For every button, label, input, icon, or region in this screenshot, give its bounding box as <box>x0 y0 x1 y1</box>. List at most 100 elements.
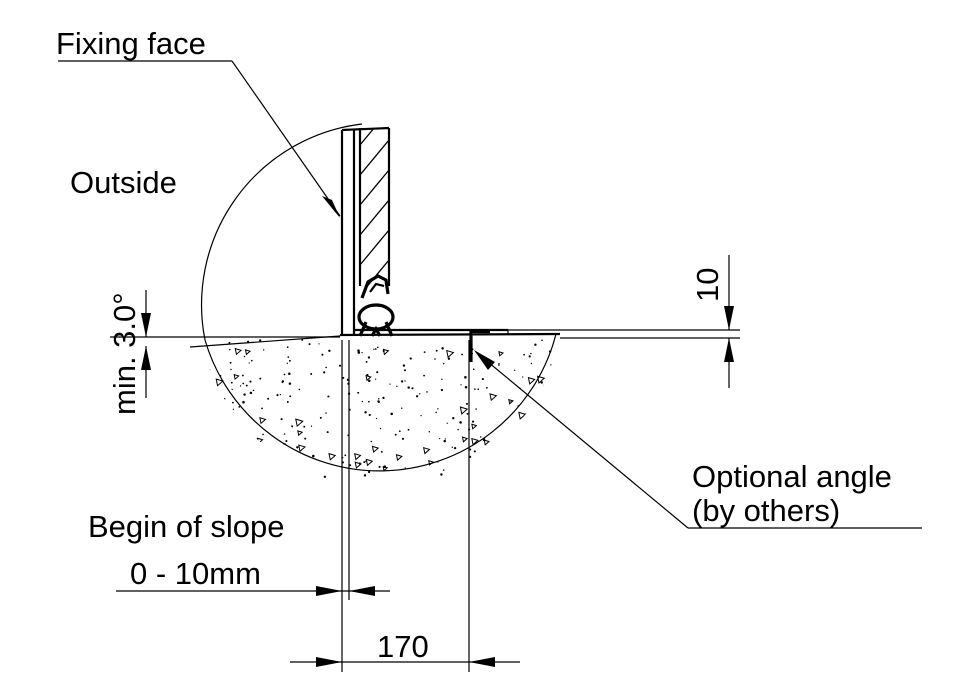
concrete-dot <box>545 424 548 427</box>
concrete-dot <box>403 369 407 372</box>
concrete-dot <box>437 408 439 410</box>
concrete-dot <box>389 383 391 385</box>
concrete-dot <box>279 393 282 396</box>
concrete-dot <box>200 475 203 479</box>
concrete-dot <box>512 430 514 433</box>
slope-begin-arrow-left <box>316 586 342 596</box>
concrete-aggregate <box>259 417 267 425</box>
concrete-dot <box>338 364 342 367</box>
concrete-dot <box>377 401 380 403</box>
frame-top-line <box>341 126 390 132</box>
concrete-dot <box>227 468 230 471</box>
concrete-dot <box>248 362 250 364</box>
concrete-aggregate <box>297 430 304 437</box>
concrete-dot <box>284 443 286 445</box>
concrete-dot <box>262 433 264 436</box>
concrete-dot <box>232 401 234 404</box>
dim-10-label: 10 <box>690 268 725 302</box>
concrete-dot <box>321 353 324 356</box>
concrete-dot <box>229 348 231 351</box>
concrete-aggregate <box>483 439 490 446</box>
concrete-dot <box>374 348 377 350</box>
concrete-dot <box>276 394 279 397</box>
concrete-dot <box>419 393 421 395</box>
concrete-dot <box>525 423 528 425</box>
concrete-dot <box>235 461 238 464</box>
concrete-dot <box>547 468 550 471</box>
concrete-dot <box>548 350 552 353</box>
concrete-dot <box>523 353 525 356</box>
concrete-aggregate <box>298 444 306 453</box>
concrete-aggregate <box>527 376 536 385</box>
concrete-dot <box>230 368 232 371</box>
concrete-dot <box>259 339 262 342</box>
concrete-dot <box>205 364 208 367</box>
concrete-dot <box>304 437 307 440</box>
concrete-dot <box>282 442 285 445</box>
concrete-dot <box>208 369 211 371</box>
optional-angle-label-line2: (by others) <box>692 493 840 528</box>
concrete-dot <box>312 454 315 458</box>
concrete-dot <box>469 448 472 451</box>
concrete-dot <box>482 467 485 470</box>
concrete-aggregate <box>218 420 225 427</box>
concrete-aggregate <box>518 411 527 420</box>
concrete-dot <box>396 385 398 388</box>
concrete-dot <box>434 358 436 360</box>
concrete-dot <box>232 408 234 410</box>
concrete-dot <box>252 389 255 392</box>
concrete-dot <box>435 349 438 352</box>
concrete-dot <box>453 476 455 478</box>
concrete-dot <box>361 400 364 403</box>
concrete-dot <box>390 412 393 416</box>
concrete-dot <box>513 369 516 371</box>
concrete-dot <box>281 381 284 384</box>
concrete-dot <box>517 405 520 407</box>
concrete-dot <box>288 359 291 362</box>
concrete-dot <box>286 362 288 364</box>
concrete-dot <box>216 470 220 473</box>
concrete-dot <box>526 413 529 416</box>
concrete-dot <box>368 379 371 383</box>
concrete-dot <box>283 373 286 376</box>
dim10-arrow-top <box>724 306 734 330</box>
concrete-dot <box>243 355 246 358</box>
concrete-dot <box>544 411 547 413</box>
concrete-dot <box>469 465 472 468</box>
concrete-aggregate <box>459 406 469 415</box>
optional-angle-leader <box>475 351 689 529</box>
dim170-arrow-left <box>316 657 342 667</box>
concrete-dot <box>249 391 253 395</box>
concrete-dot <box>556 457 560 460</box>
concrete-dot <box>473 450 476 453</box>
concrete-aggregate <box>461 436 469 443</box>
concrete-dot <box>364 411 367 414</box>
concrete-dot <box>201 389 204 392</box>
concrete-aggregate <box>382 348 390 356</box>
concrete-dot <box>231 388 233 391</box>
glass-hatching <box>360 128 389 288</box>
concrete-dot <box>428 430 431 433</box>
concrete-aggregate <box>542 391 551 400</box>
concrete-dot <box>230 381 233 384</box>
concrete-dot <box>291 426 294 428</box>
concrete-aggregate <box>428 459 435 466</box>
concrete-dot <box>227 461 230 465</box>
concrete-dot <box>325 366 327 369</box>
concrete-dot <box>326 431 329 434</box>
concrete-dot <box>457 428 459 431</box>
concrete-aggregate <box>295 418 304 428</box>
concrete-dot <box>379 427 382 430</box>
concrete-aggregate <box>471 423 478 430</box>
slope-begin-arrow-right <box>349 586 375 596</box>
concrete-dot <box>247 453 250 456</box>
concrete-dot <box>301 339 304 341</box>
concrete-dot <box>542 384 545 387</box>
concrete-dot <box>464 386 468 389</box>
concrete-dot <box>411 387 414 390</box>
concrete-dot <box>439 437 441 440</box>
concrete-aggregate <box>522 462 528 469</box>
concrete-dot <box>374 378 377 380</box>
concrete-aggregate <box>354 461 362 469</box>
concrete-dot <box>229 361 232 364</box>
